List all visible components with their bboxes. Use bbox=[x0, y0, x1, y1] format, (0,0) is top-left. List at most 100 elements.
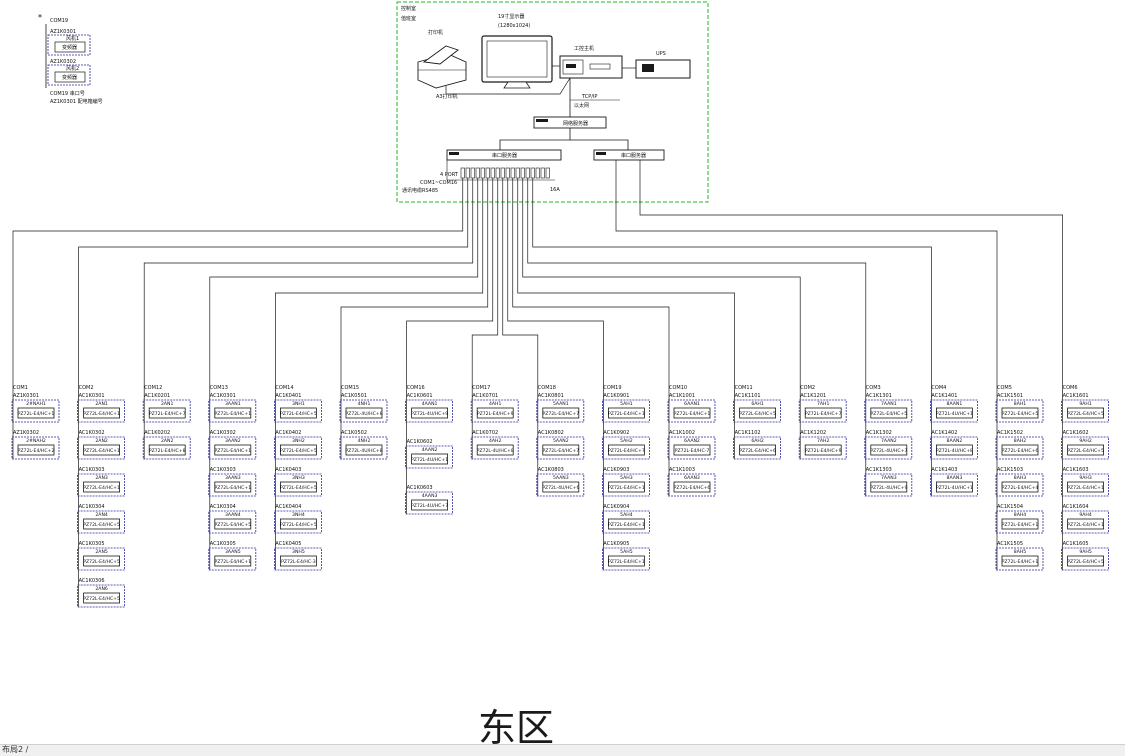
meter-box bbox=[17, 444, 55, 456]
layout-tab[interactable]: 布局2 / bbox=[2, 745, 29, 754]
device-box bbox=[602, 547, 650, 571]
device-name: 7AH2 bbox=[817, 438, 830, 444]
meter-model: PZ72L-E4/HC+5 bbox=[870, 411, 907, 417]
device-name: 7AAN3 bbox=[881, 475, 897, 481]
serial-server-side-label: 串口服务器 bbox=[621, 152, 646, 159]
rs485-cable bbox=[527, 178, 867, 381]
device-name: 4NH2 bbox=[358, 438, 371, 444]
device-box bbox=[1061, 436, 1109, 460]
device-box bbox=[208, 436, 257, 460]
device-box bbox=[930, 436, 978, 460]
device-box bbox=[11, 399, 60, 423]
device-address: AC1K0304 bbox=[79, 504, 105, 510]
meter-box bbox=[608, 518, 645, 530]
device-address: AC1K0903 bbox=[603, 467, 629, 473]
legend-device-box-2 bbox=[47, 64, 91, 86]
device-box bbox=[208, 547, 257, 571]
device-box bbox=[273, 399, 322, 423]
column-com-label: COM18 bbox=[538, 385, 556, 391]
meter-box bbox=[1067, 481, 1104, 493]
device-box bbox=[273, 510, 322, 534]
legend-addr-2: AZ1K0302 bbox=[50, 59, 76, 65]
meter-model: PZ72L-E4/HC+2 bbox=[18, 448, 55, 454]
bus-end-label: 16A bbox=[550, 187, 560, 193]
meter-box bbox=[1001, 555, 1039, 567]
meter-model: PZ72L-E4/HC+1 bbox=[1067, 522, 1104, 528]
meter-model: PZ72L-E4/HC+5 bbox=[83, 596, 120, 602]
meter-model: PZ72L-E4/HC+1 bbox=[214, 559, 251, 565]
meter-model: PZ72L-E4/HC+7 bbox=[608, 448, 645, 454]
device-address: AC1K1003 bbox=[669, 467, 695, 473]
device-name: 5AH5 bbox=[620, 549, 633, 555]
device-box bbox=[1061, 510, 1109, 534]
meter-box bbox=[83, 518, 120, 530]
device-name: 6AAN2 bbox=[684, 438, 700, 444]
device-box bbox=[1061, 473, 1109, 497]
meter-box bbox=[214, 555, 252, 567]
device-name: 8AAN2 bbox=[947, 438, 963, 444]
meter-box bbox=[673, 444, 711, 456]
meter-box bbox=[870, 444, 908, 456]
meter-model: PZ72L-4U/HC+9 bbox=[411, 411, 448, 417]
device-address: AC1K0901 bbox=[603, 393, 629, 399]
legend-addr-1: AZ1K0301 bbox=[50, 29, 76, 35]
device-box bbox=[864, 436, 913, 460]
device-box bbox=[536, 436, 585, 460]
meter-model: PZ72L-E4/HC+5 bbox=[1002, 411, 1039, 417]
device-box bbox=[864, 473, 913, 497]
rs485-cable bbox=[12, 178, 464, 381]
device-box bbox=[602, 510, 650, 534]
device-name: 3NH3 bbox=[292, 475, 305, 481]
device-address: AC1K0301 bbox=[79, 393, 105, 399]
device-box bbox=[339, 399, 388, 423]
rs485-cable bbox=[78, 178, 469, 381]
meter-box bbox=[476, 444, 514, 456]
device-column: COM18AC1K08015AAN1PZ72L-E4/HC+7AC1K08025… bbox=[536, 385, 585, 497]
device-name: 6AAN3 bbox=[684, 475, 700, 481]
meter-model: PZ72L-4U/HC+8 bbox=[936, 448, 973, 454]
device-name: 2#NAH1 bbox=[26, 401, 46, 407]
host-computer-icon bbox=[559, 55, 623, 79]
meter-box bbox=[279, 407, 317, 419]
device-name: 8AH1 bbox=[1014, 401, 1027, 407]
device-box bbox=[77, 510, 125, 534]
port-connector bbox=[490, 167, 495, 179]
meter-model: PZ72L-E4/HC+5 bbox=[280, 411, 317, 417]
layout-tab-bar bbox=[0, 744, 1125, 756]
device-column: COM5AC1K15018AH1PZ72L-E4/HC+5AC1K15028AH… bbox=[995, 385, 1044, 571]
port-connector bbox=[465, 167, 470, 179]
device-box bbox=[77, 584, 125, 608]
meter-model: PZ72L-E4/HC+5 bbox=[1067, 411, 1104, 417]
device-box bbox=[602, 473, 650, 497]
meter-model: PZ72L-E4/HC+6 bbox=[739, 448, 776, 454]
device-address: AC1K1002 bbox=[669, 430, 695, 436]
rs485-cable bbox=[522, 178, 801, 381]
device-name: 2AN4 bbox=[95, 512, 108, 518]
device-address: AC1K1604 bbox=[1063, 504, 1089, 510]
device-address: AC1K1403 bbox=[931, 467, 957, 473]
device-name: 2AN1 bbox=[95, 401, 108, 407]
meter-box bbox=[1067, 518, 1104, 530]
meter-model: PZ72L-E4/HC+1 bbox=[608, 485, 645, 491]
device-box bbox=[208, 510, 257, 534]
port-connectors bbox=[446, 160, 555, 181]
meter-box bbox=[608, 481, 645, 493]
device-name: 4NH1 bbox=[358, 401, 371, 407]
meter-model: PZ72L-E4/HC+7 bbox=[542, 448, 579, 454]
legend-sub-1: 变频器 bbox=[62, 44, 77, 51]
meter-box bbox=[608, 444, 645, 456]
device-name: 8AAN1 bbox=[947, 401, 963, 407]
port-connector bbox=[470, 167, 475, 179]
device-name: 7AAN1 bbox=[881, 401, 897, 407]
column-com-label: COM6 bbox=[1063, 385, 1078, 391]
meter-model: PZ72L-E4/HC+9 bbox=[477, 411, 514, 417]
column-com-label: COM13 bbox=[210, 385, 228, 391]
legend-star: * bbox=[38, 13, 42, 22]
device-box bbox=[995, 473, 1044, 497]
device-address: AC1K0602 bbox=[407, 439, 433, 445]
bus-label: 通讯电缆RS485 bbox=[402, 187, 438, 194]
device-box bbox=[470, 436, 519, 460]
device-address: AC1K1505 bbox=[997, 541, 1023, 547]
device-name: 8AH2 bbox=[1014, 438, 1027, 444]
